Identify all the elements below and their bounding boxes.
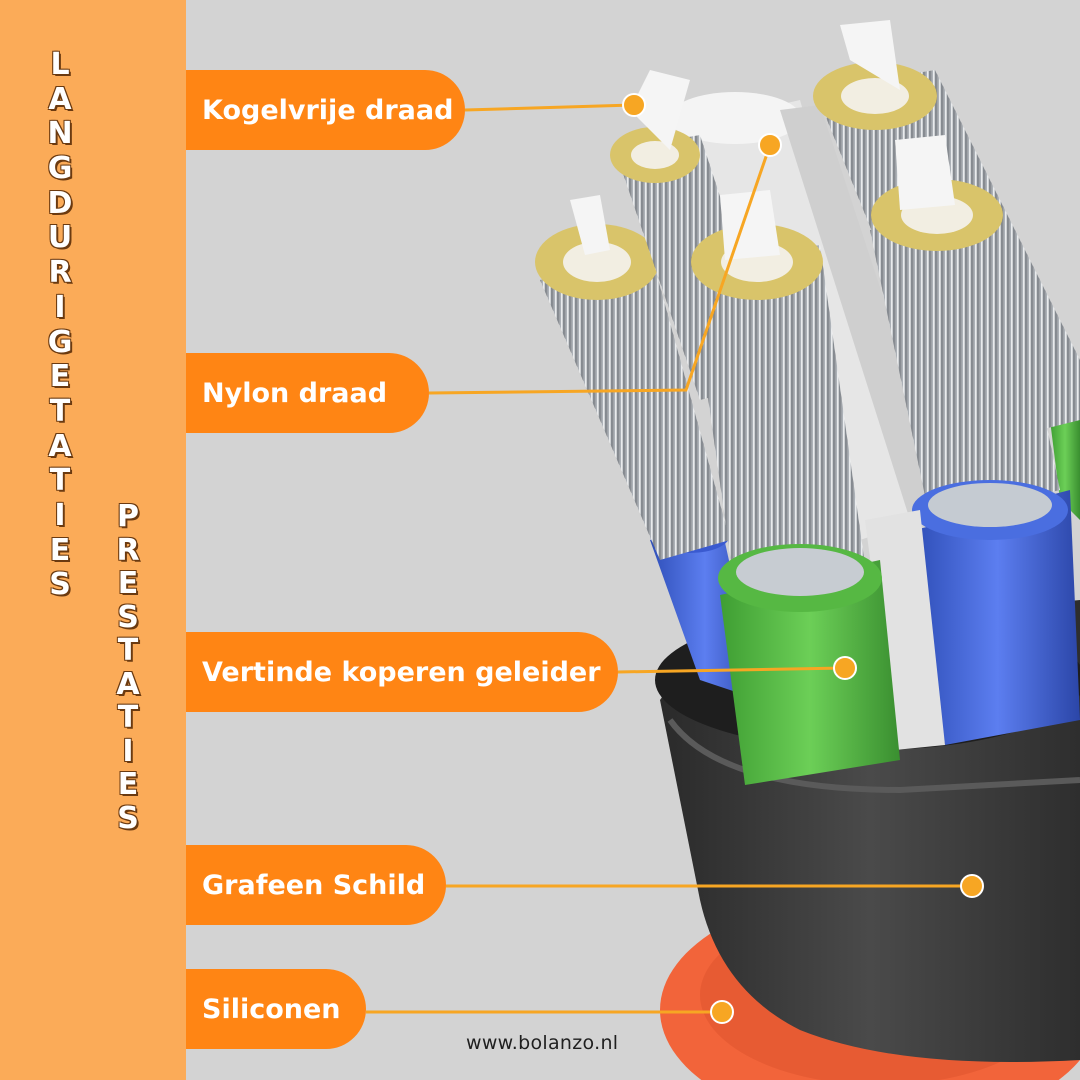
label-nylon-draad: Nylon draad [186,353,429,433]
vertical-letter: I [54,289,66,325]
vertical-letter: U [47,220,73,256]
green-insulated-wire-right [1050,400,1080,520]
vertical-letter: T [117,633,139,668]
leader-dots [622,93,984,1024]
vertical-letter: E [49,359,71,395]
vertical-letter: A [116,666,140,702]
vertical-letter: S [117,599,139,635]
vertical-letter: R [116,532,140,568]
label-kogelvrije-draad: Kogelvrije draad [186,70,465,150]
sidebar-panel [0,0,186,1080]
tinned-copper-strands-left [535,195,730,560]
vertical-letter: S [49,567,71,603]
leader-lines [366,103,972,1014]
vertical-letter: G [47,151,73,187]
vertical-letter: E [117,767,139,802]
label-siliconen: Siliconen [186,969,366,1049]
vertical-letter: T [49,393,71,429]
vertical-letter: E [49,532,71,568]
green-insulated-wire-center [718,544,900,785]
tinned-copper-strands-green [690,190,870,625]
vertical-letter: A [48,428,72,464]
vertical-letter: I [122,733,134,769]
vertical-letter: T [117,700,139,735]
vertical-letter: T [49,463,71,499]
blue-insulated-wire-right [912,480,1080,745]
vertical-letter: P [117,499,139,534]
vertical-letter: R [48,255,72,291]
vertical-letter: N [47,116,73,152]
vertical-heading-langdurigetaties: L A N G D U R I G E T A T I E S [42,50,78,605]
vertical-letter: L [50,47,70,82]
vertical-letter: G [47,324,73,360]
vertical-letter: D [47,185,73,221]
label-vertinde-koperen-geleider: Vertinde koperen geleider [186,632,618,712]
label-grafeen-schild: Grafeen Schild [186,845,446,925]
tinned-copper-strands-blue [870,135,1060,520]
vertical-heading-prestaties: P R E S T A T I E S [110,502,146,837]
vertical-letter: A [48,81,72,117]
vertical-letter: I [54,497,66,533]
vertical-letter: S [117,800,139,836]
vertical-letter: E [117,566,139,601]
website-url: www.bolanzo.nl [466,1032,619,1054]
